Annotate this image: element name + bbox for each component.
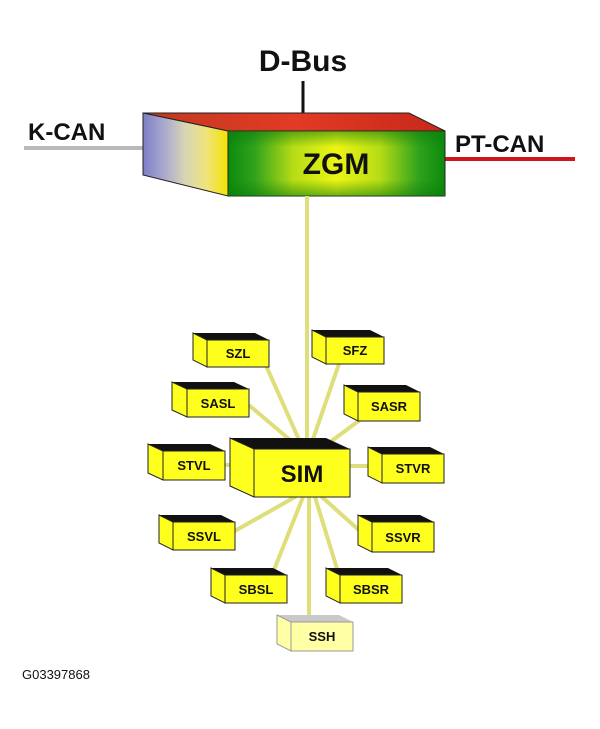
satellite-ssvr: SSVR (357, 514, 435, 553)
satellite-stvr: STVR (367, 446, 445, 484)
satellite-sasl-label: SASL (201, 396, 236, 411)
satellite-szl: SZL (192, 332, 270, 368)
pt-can-label: PT-CAN (455, 131, 544, 158)
satellite-sasr-side (343, 384, 359, 422)
zgm-front-shade (228, 131, 445, 196)
satellite-sbsl: SBSL (210, 567, 288, 604)
satellite-stvl-label: STVL (177, 458, 210, 473)
satellite-ssh-top (277, 615, 353, 622)
sim-label: SIM (281, 461, 324, 488)
satellite-sasl: SASL (171, 381, 250, 418)
satellite-sbsr-front (339, 574, 403, 604)
satellite-ssh-label: SSH (309, 629, 336, 644)
satellite-sbsl-front (224, 574, 288, 604)
satellite-stvr-side (367, 446, 383, 484)
satellite-sfz-label: SFZ (343, 343, 368, 358)
satellite-sasl-front (186, 388, 250, 418)
d-bus-label: D-Bus (259, 45, 347, 78)
satellite-ssh-front (290, 621, 354, 652)
satellite-stvr-top (368, 447, 444, 454)
k-can-label: K-CAN (28, 119, 105, 146)
satellite-stvr-label: STVR (396, 461, 431, 476)
satellite-stvl-front (162, 450, 226, 481)
satellite-sbsr-top (326, 568, 402, 575)
sim-front-face (253, 448, 351, 498)
satellite-sbsl-top (211, 568, 287, 575)
satellite-ssvr-label: SSVR (385, 530, 421, 545)
satellite-sasr-label: SASR (371, 399, 408, 414)
satellite-ssvr-side (357, 514, 373, 553)
zgm-gateway-module: ZGM (142, 112, 446, 197)
satellite-stvr-front (381, 453, 445, 484)
satellite-ssvl-label: SSVL (187, 529, 221, 544)
sim-top-face (230, 438, 350, 449)
satellite-sfz: SFZ (311, 329, 385, 365)
satellite-sfz-front (325, 336, 385, 365)
zgm-label: ZGM (303, 148, 370, 181)
spoke-szl (262, 359, 302, 444)
satellite-sasl-top (172, 382, 249, 389)
satellite-sasr-top (344, 385, 420, 392)
spoke-ssvl (231, 495, 297, 534)
satellite-sfz-top (312, 330, 384, 337)
sim-hub-module: SIM (229, 437, 351, 498)
spoke-ssvr (320, 495, 363, 534)
satellite-sbsr-label: SBSR (353, 582, 390, 597)
satellite-sbsr: SBSR (325, 567, 403, 604)
sim-side-face (229, 437, 255, 498)
satellite-sasr: SASR (343, 384, 421, 422)
satellite-ssh-side (276, 614, 292, 652)
satellite-sbsl-label: SBSL (239, 582, 274, 597)
satellite-szl-front (206, 339, 270, 368)
satellite-sasr-front (357, 391, 421, 422)
satellite-ssvl-top (159, 515, 235, 522)
satellite-stvl-side (147, 443, 164, 481)
satellite-ssvr-front (371, 521, 435, 553)
satellite-szl-top (193, 333, 269, 340)
satellite-ssvl: SSVL (158, 514, 236, 551)
satellite-szl-label: SZL (226, 346, 251, 361)
satellite-ssvr-top (358, 515, 434, 522)
satellite-stvl: STVL (147, 443, 226, 481)
satellite-ssvl-front (172, 521, 236, 551)
satellite-ssh: SSH (276, 614, 354, 652)
satellite-stvl-top (148, 444, 225, 451)
spoke-sfz (310, 359, 342, 444)
figure-id: G03397868 (22, 667, 90, 682)
